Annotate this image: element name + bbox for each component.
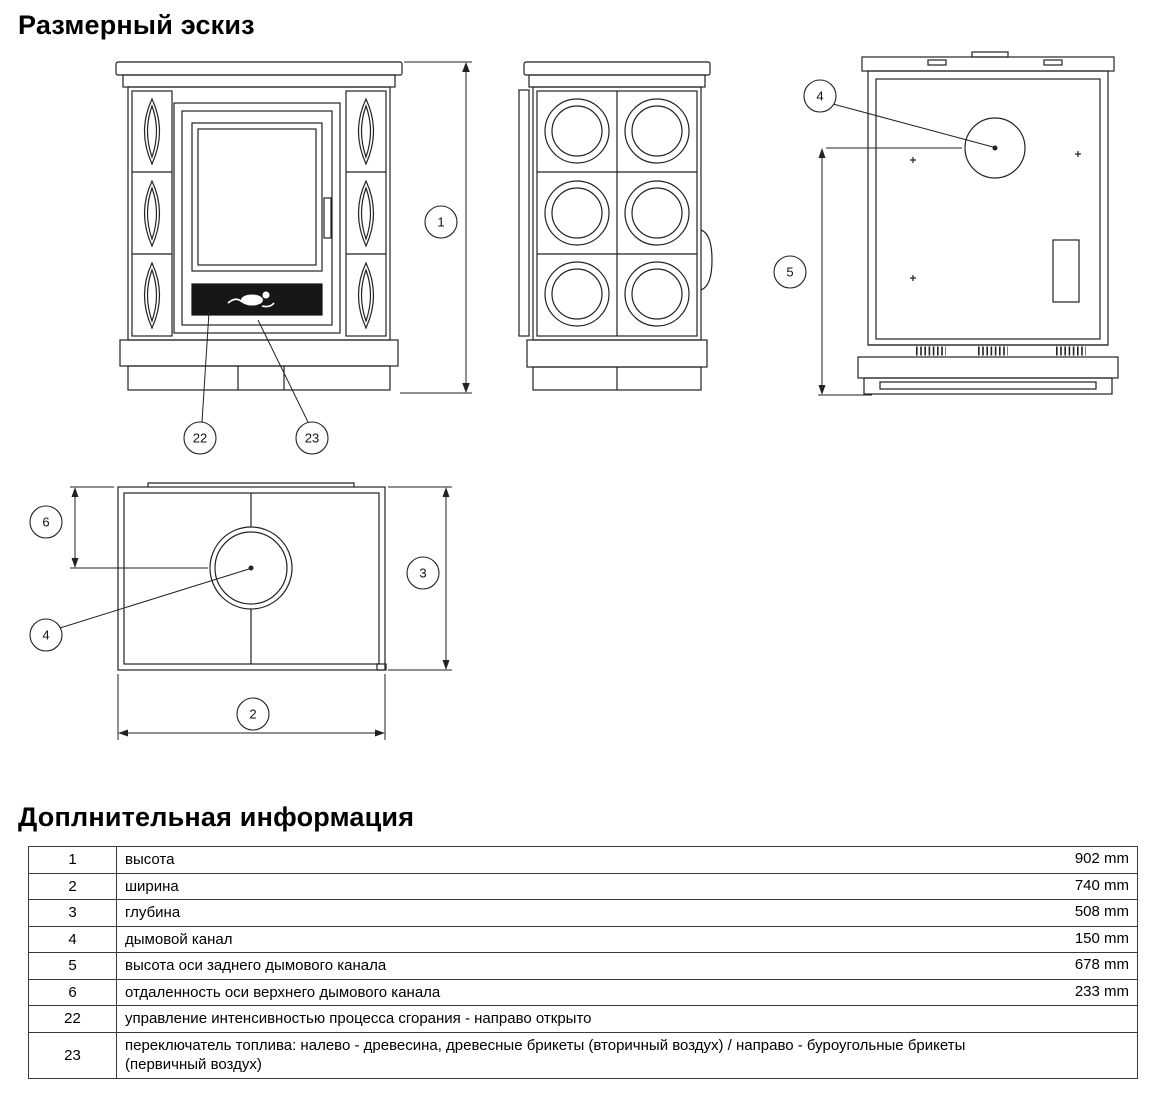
row-number: 1 bbox=[28, 846, 117, 874]
dimension-height bbox=[400, 61, 472, 394]
table-row: 5 высота оси заднего дымового канала 678 … bbox=[28, 952, 1138, 980]
row-number: 5 bbox=[28, 952, 117, 980]
row-number: 3 bbox=[28, 899, 117, 927]
table-row: 23 переключатель топлива: налево - древе… bbox=[28, 1031, 1138, 1079]
row-number: 22 bbox=[28, 1005, 117, 1033]
table-row: 2 ширина 740 mm bbox=[28, 872, 1138, 900]
table-row: 6 отдаленность оси верхнего дымового кан… bbox=[28, 978, 1138, 1006]
row-description: управление интенсивностью процесса сгора… bbox=[125, 1010, 592, 1027]
table-row: 3 глубина 508 mm bbox=[28, 899, 1138, 927]
callout-4-top-label: 4 bbox=[42, 628, 49, 643]
row-description: переключатель топлива: налево - древесин… bbox=[125, 1036, 966, 1074]
callout-2-label: 2 bbox=[249, 707, 256, 722]
dimension-width bbox=[117, 674, 386, 740]
callout-3-label: 3 bbox=[419, 566, 426, 581]
rear-leader-4 bbox=[832, 103, 994, 148]
callout-23 bbox=[295, 421, 329, 455]
dimension-flue-axis bbox=[818, 147, 962, 396]
info-table: 1 высота 902 mm 2 ширина 740 mm 3 глубина 5… bbox=[28, 846, 1138, 1079]
row-number: 4 bbox=[28, 925, 117, 953]
front-leaders bbox=[201, 311, 309, 423]
dimensional-sketch: 1 22 23 bbox=[29, 51, 1119, 740]
callout-23-label: 23 bbox=[305, 431, 319, 446]
row-value: 150 mm bbox=[1074, 929, 1129, 947]
dimension-depth bbox=[388, 486, 452, 671]
row-number: 2 bbox=[28, 872, 117, 900]
callout-5-label: 5 bbox=[786, 265, 793, 280]
table-row: 1 высота 902 mm bbox=[28, 846, 1138, 874]
callout-6-label: 6 bbox=[42, 515, 49, 530]
front-view bbox=[115, 61, 403, 391]
callout-22 bbox=[183, 421, 217, 455]
callout-5 bbox=[773, 255, 807, 289]
row-description: ширина bbox=[125, 877, 179, 895]
row-description: отдаленность оси верхнего дымового канал… bbox=[125, 983, 441, 1001]
row-description: дымовой канал bbox=[125, 930, 233, 948]
callout-1 bbox=[424, 205, 458, 239]
callout-2 bbox=[236, 697, 270, 731]
row-value: 233 mm bbox=[1074, 982, 1129, 1000]
row-number: 6 bbox=[28, 978, 117, 1006]
callout-4-top bbox=[29, 618, 63, 652]
row-description: высота оси заднего дымового канала bbox=[125, 957, 387, 974]
callout-1-label: 1 bbox=[437, 215, 444, 230]
section-title: Доплнительная информация bbox=[18, 802, 415, 832]
callout-3 bbox=[406, 556, 440, 590]
table-row: 22 управление интенсивностью процесса сг… bbox=[28, 1005, 1138, 1033]
top-view bbox=[117, 482, 387, 671]
top-leader-4 bbox=[59, 568, 250, 629]
table-row: 4 дымовой канал 150 mm bbox=[28, 925, 1138, 953]
callout-6 bbox=[29, 505, 63, 539]
callout-22-label: 22 bbox=[193, 431, 207, 446]
row-number: 23 bbox=[28, 1031, 117, 1079]
page-title: Размерный эскиз bbox=[18, 10, 255, 40]
row-value: 678 mm bbox=[1074, 956, 1129, 973]
rear-view bbox=[857, 51, 1119, 395]
row-value: 508 mm bbox=[1074, 903, 1129, 920]
callout-4-rear bbox=[803, 79, 837, 113]
row-description: высота bbox=[125, 851, 175, 868]
callout-4-rear-label: 4 bbox=[816, 89, 823, 104]
goat-emblem bbox=[227, 291, 275, 308]
row-value: 902 mm bbox=[1074, 850, 1129, 867]
dimension-flue-offset bbox=[70, 486, 208, 569]
side-view bbox=[518, 61, 713, 391]
row-description: глубина bbox=[125, 904, 181, 921]
row-value: 740 mm bbox=[1074, 876, 1129, 894]
